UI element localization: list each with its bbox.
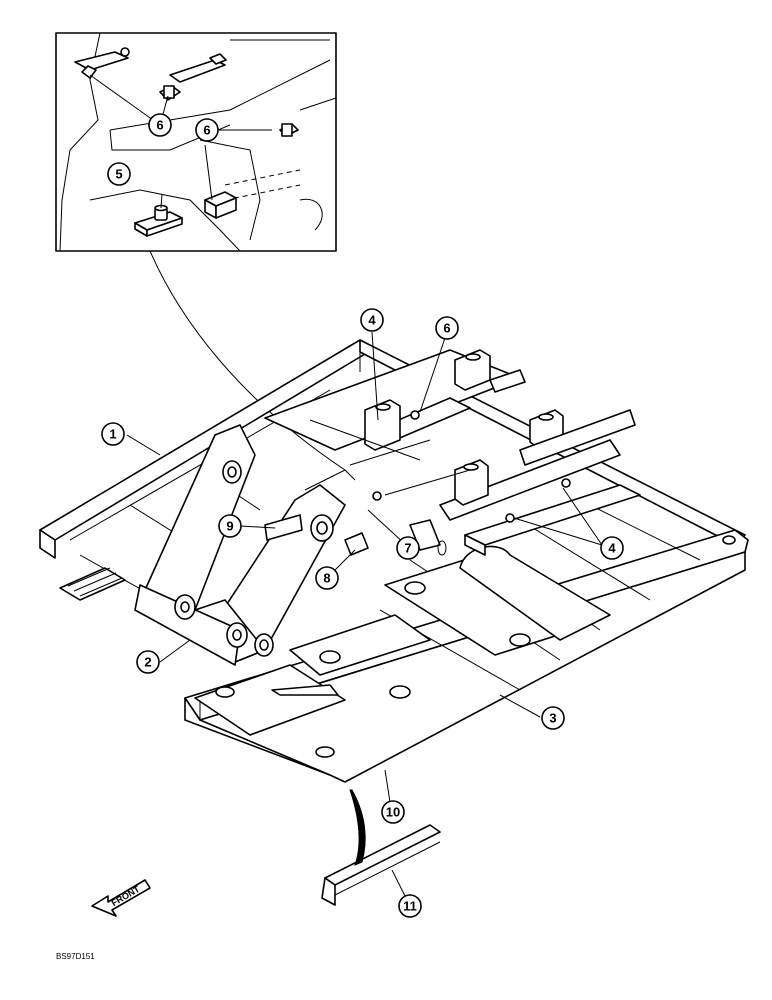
callout-8-label: 8 bbox=[323, 571, 330, 586]
upper-mount-structure bbox=[264, 349, 636, 523]
callout-2: 2 bbox=[136, 650, 160, 674]
callout-6-inset-right: 6 bbox=[195, 118, 219, 142]
callout-10: 10 bbox=[381, 800, 405, 824]
callout-11: 11 bbox=[398, 894, 422, 918]
trim-strip-part-11 bbox=[321, 789, 441, 906]
callout-4-right-label: 4 bbox=[608, 541, 616, 556]
callout-11-label: 11 bbox=[403, 899, 417, 914]
callout-1: 1 bbox=[101, 422, 125, 446]
boom-lug-marker bbox=[304, 469, 356, 491]
callout-7-label: 7 bbox=[404, 541, 411, 556]
callout-6-main: 6 bbox=[435, 316, 459, 340]
callout-7: 7 bbox=[396, 536, 420, 560]
callout-6-inset-left-label: 6 bbox=[156, 118, 163, 133]
assembly-arrow bbox=[349, 789, 366, 866]
inset-frame bbox=[55, 32, 337, 252]
callout-3: 3 bbox=[541, 706, 565, 730]
callout-6-inset-left: 6 bbox=[148, 113, 172, 137]
callout-4-top: 4 bbox=[360, 308, 384, 332]
callout-8: 8 bbox=[315, 566, 339, 590]
callout-2-label: 2 bbox=[144, 655, 151, 670]
callout-3-label: 3 bbox=[549, 711, 556, 726]
front-direction-arrow: FRONT bbox=[91, 879, 151, 917]
callout-6-main-label: 6 bbox=[443, 321, 450, 336]
inset-pointer-line bbox=[149, 250, 346, 471]
callout-5-label: 5 bbox=[115, 167, 122, 182]
callout-4-right: 4 bbox=[600, 536, 624, 560]
boom-bracket bbox=[134, 424, 447, 666]
callout-6-inset-right-label: 6 bbox=[203, 123, 210, 138]
drawing-code: BS97D151 bbox=[56, 952, 95, 961]
leader-lines bbox=[89, 74, 603, 903]
callout-4-top-label: 4 bbox=[368, 313, 376, 328]
callout-9-label: 9 bbox=[226, 519, 233, 534]
callout-5: 5 bbox=[107, 162, 131, 186]
callout-10-label: 10 bbox=[386, 805, 400, 820]
callout-9: 9 bbox=[218, 514, 242, 538]
callout-1-label: 1 bbox=[109, 427, 116, 442]
detail-inset bbox=[55, 32, 337, 252]
